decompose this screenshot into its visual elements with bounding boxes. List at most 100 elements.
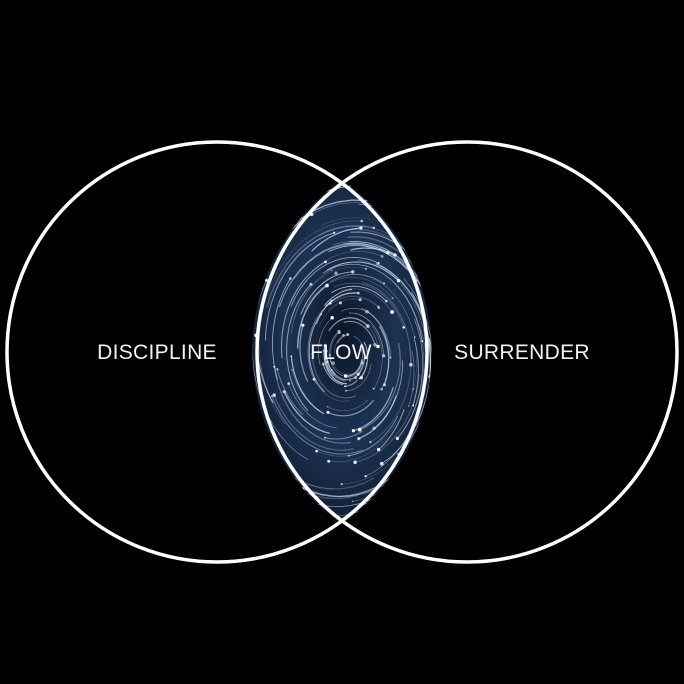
swirl-spark xyxy=(290,355,293,358)
swirl-spark xyxy=(339,301,342,305)
swirl-spark xyxy=(365,309,369,314)
swirl-spark xyxy=(324,260,327,264)
swirl-spark xyxy=(345,376,347,379)
swirl-streak xyxy=(341,308,368,313)
swirl-spark xyxy=(419,478,424,482)
swirl-spark xyxy=(350,288,352,291)
swirl-spark xyxy=(446,315,449,318)
swirl-spark xyxy=(351,429,355,433)
swirl-spark xyxy=(311,353,314,356)
swirl-streak xyxy=(365,275,418,390)
swirl-streak xyxy=(307,302,331,385)
swirl-spark xyxy=(273,365,276,368)
swirl-streak xyxy=(337,333,349,344)
swirl-spark xyxy=(301,487,305,491)
swirl-spark xyxy=(373,343,377,347)
swirl-spark xyxy=(357,427,362,432)
swirl-spark xyxy=(413,486,416,489)
swirl-spark xyxy=(358,377,361,380)
swirl-streak xyxy=(286,283,312,411)
swirl-spark xyxy=(377,261,380,265)
swirl-streak xyxy=(322,263,423,342)
swirl-spark xyxy=(330,299,333,302)
swirl-spark xyxy=(309,282,313,286)
swirl-streak xyxy=(393,281,425,439)
swirl-streak xyxy=(328,298,361,311)
swirl-streak xyxy=(324,345,334,377)
swirl-spark xyxy=(385,299,388,303)
swirl-spark xyxy=(352,500,354,503)
swirl-spark xyxy=(357,436,361,441)
swirl-streak xyxy=(333,334,344,354)
swirl-spark xyxy=(353,184,357,188)
swirl-streak xyxy=(332,362,352,375)
swirl-spark xyxy=(376,344,380,349)
swirl-streak xyxy=(280,261,327,359)
swirl-streak xyxy=(293,244,417,281)
swirl-streak xyxy=(290,355,325,415)
swirl-spark xyxy=(455,399,458,402)
swirl-streak xyxy=(344,379,358,388)
swirl-spark xyxy=(328,354,331,357)
swirl-spark xyxy=(340,482,343,486)
swirl-spark xyxy=(458,424,460,426)
swirl-spark xyxy=(324,436,326,439)
swirl-streak xyxy=(345,273,416,338)
swirl-spark xyxy=(412,404,414,407)
swirl-spark xyxy=(369,440,372,444)
swirl-streak xyxy=(330,369,361,381)
swirl-spark xyxy=(281,231,284,234)
swirl-streak xyxy=(273,366,351,444)
swirl-spark xyxy=(358,298,362,302)
swirl-spark xyxy=(458,278,461,281)
swirl-streak xyxy=(324,430,363,440)
swirl-spark xyxy=(402,326,405,329)
swirl-spark xyxy=(361,521,366,524)
swirl-spark xyxy=(360,219,363,223)
swirl-spark xyxy=(261,250,265,253)
swirl-spark xyxy=(353,460,357,465)
swirl-streak xyxy=(397,318,424,440)
swirl-spark xyxy=(372,387,375,390)
swirl-streak xyxy=(361,307,390,390)
label-discipline: DISCIPLINE xyxy=(97,341,217,364)
swirl-streak xyxy=(331,296,380,308)
swirl-streak xyxy=(344,359,363,377)
swirl-spark xyxy=(301,498,305,502)
swirl-spark xyxy=(382,354,386,358)
swirl-streak xyxy=(412,338,419,407)
swirl-spark xyxy=(449,429,452,432)
swirl-spark xyxy=(364,267,368,270)
swirl-spark xyxy=(395,436,399,440)
swirl-spark xyxy=(457,315,459,317)
swirl-spark xyxy=(325,360,329,364)
swirl-spark xyxy=(342,334,345,337)
swirl-spark xyxy=(331,269,333,271)
swirl-spark xyxy=(441,360,443,362)
swirl-spark xyxy=(272,393,276,397)
swirl-spark xyxy=(349,380,351,382)
swirl-streak xyxy=(258,320,286,425)
swirl-spark xyxy=(442,363,444,365)
circle-discipline xyxy=(5,140,429,564)
swirl-spark xyxy=(380,387,383,391)
swirl-streak xyxy=(352,386,394,432)
swirl-spark xyxy=(330,368,333,371)
swirl-spark xyxy=(246,426,248,428)
swirl-spark xyxy=(351,270,355,274)
swirl-spark xyxy=(409,362,413,367)
circle-surrender xyxy=(255,140,679,564)
swirl-streak xyxy=(293,266,367,321)
swirl-spark xyxy=(326,410,330,414)
swirl-spark xyxy=(321,362,325,366)
swirl-spark xyxy=(271,395,273,397)
swirl-streak xyxy=(277,229,413,285)
swirl-streak xyxy=(299,324,309,382)
swirl-streak xyxy=(433,392,464,491)
swirl-spark xyxy=(465,289,469,293)
swirl-streak xyxy=(333,282,404,328)
swirl-spark xyxy=(315,449,318,453)
swirl-spark xyxy=(287,382,291,385)
swirl-spark xyxy=(377,305,380,307)
